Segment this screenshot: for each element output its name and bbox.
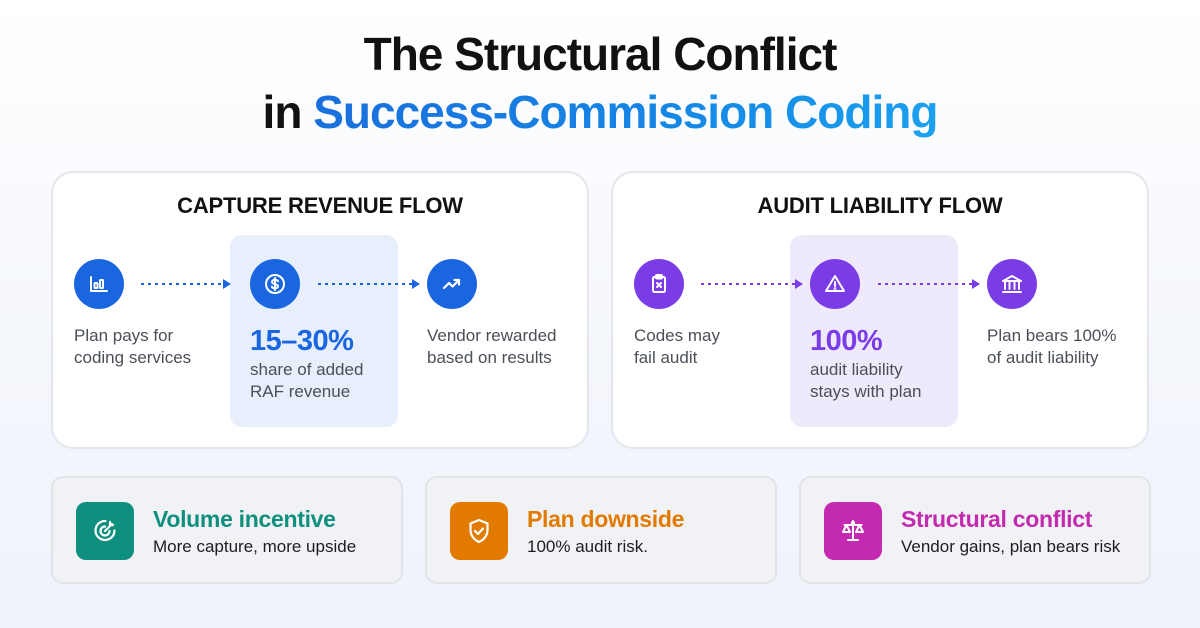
card-subtitle: More capture, more upside	[153, 537, 357, 556]
capture-step1-line2: coding services	[74, 348, 192, 367]
audit-step1-text: Codes may fail audit	[634, 325, 720, 369]
clipboard-x-icon	[634, 259, 684, 309]
capture-panel-title: CAPTURE REVENUE FLOW	[177, 193, 463, 218]
card-title: Plan downside	[527, 506, 685, 532]
structural-conflict-card: Structural conflict Vendor gains, plan b…	[799, 476, 1151, 584]
plan-downside-card: Plan downside 100% audit risk.	[425, 476, 777, 584]
trending-up-icon	[427, 259, 477, 309]
audit-step3-text: Plan bears 100% of audit liability	[987, 325, 1116, 369]
audit-step2-line1: audit liability	[810, 360, 903, 379]
dollar-icon	[250, 259, 300, 309]
audit-connector-1	[699, 277, 805, 291]
capture-stat: 15–30%	[250, 325, 354, 357]
bar-chart-icon	[74, 259, 124, 309]
audit-step1-line2: fail audit	[634, 348, 698, 367]
title-prefix: in	[262, 86, 314, 138]
capture-connector-1	[139, 277, 233, 291]
volume-incentive-card: Volume incentive More capture, more upsi…	[51, 476, 403, 584]
capture-step3-line1: Vendor rewarded	[427, 326, 557, 345]
capture-step3-text: Vendor rewarded based on results	[427, 325, 556, 369]
audit-step3-line1: Plan bears 100%	[987, 326, 1117, 345]
capture-revenue-panel: CAPTURE REVENUE FLOW Plan pays for codin…	[51, 171, 589, 449]
card-subtitle: Vendor gains, plan bears risk	[901, 537, 1121, 556]
audit-panel-title: AUDIT LIABILITY FLOW	[757, 193, 1003, 218]
audit-liability-panel: AUDIT LIABILITY FLOW Codes may fail audi…	[611, 171, 1149, 449]
audit-stat-text: audit liability stays with plan	[810, 359, 922, 403]
audit-step1-line1: Codes may	[634, 326, 720, 345]
audit-stat: 100%	[810, 325, 883, 357]
capture-connector-2	[316, 277, 422, 291]
card-subtitle: 100% audit risk.	[527, 537, 648, 556]
capture-step3-line2: based on results	[427, 348, 552, 367]
audit-step2-line2: stays with plan	[810, 382, 922, 401]
capture-step1-text: Plan pays for coding services	[74, 325, 191, 369]
capture-step2-line1: share of added	[250, 360, 364, 379]
page-title-line1: The Structural Conflict	[363, 28, 838, 80]
scale-icon	[824, 502, 882, 560]
page-title-line2: in Success-Commission Coding	[0, 84, 1200, 140]
capture-stat-text: share of added RAF revenue	[250, 359, 363, 403]
target-icon	[76, 502, 134, 560]
audit-connector-2	[876, 277, 982, 291]
audit-step3-line2: of audit liability	[987, 348, 1099, 367]
capture-step1-line1: Plan pays for	[74, 326, 174, 345]
warning-icon	[810, 259, 860, 309]
title-accent: Success-Commission Coding	[313, 86, 938, 138]
bank-icon	[987, 259, 1037, 309]
card-title: Structural conflict	[901, 506, 1093, 532]
shield-icon	[450, 502, 508, 560]
capture-step2-line2: RAF revenue	[250, 382, 351, 401]
card-title: Volume incentive	[153, 506, 336, 532]
